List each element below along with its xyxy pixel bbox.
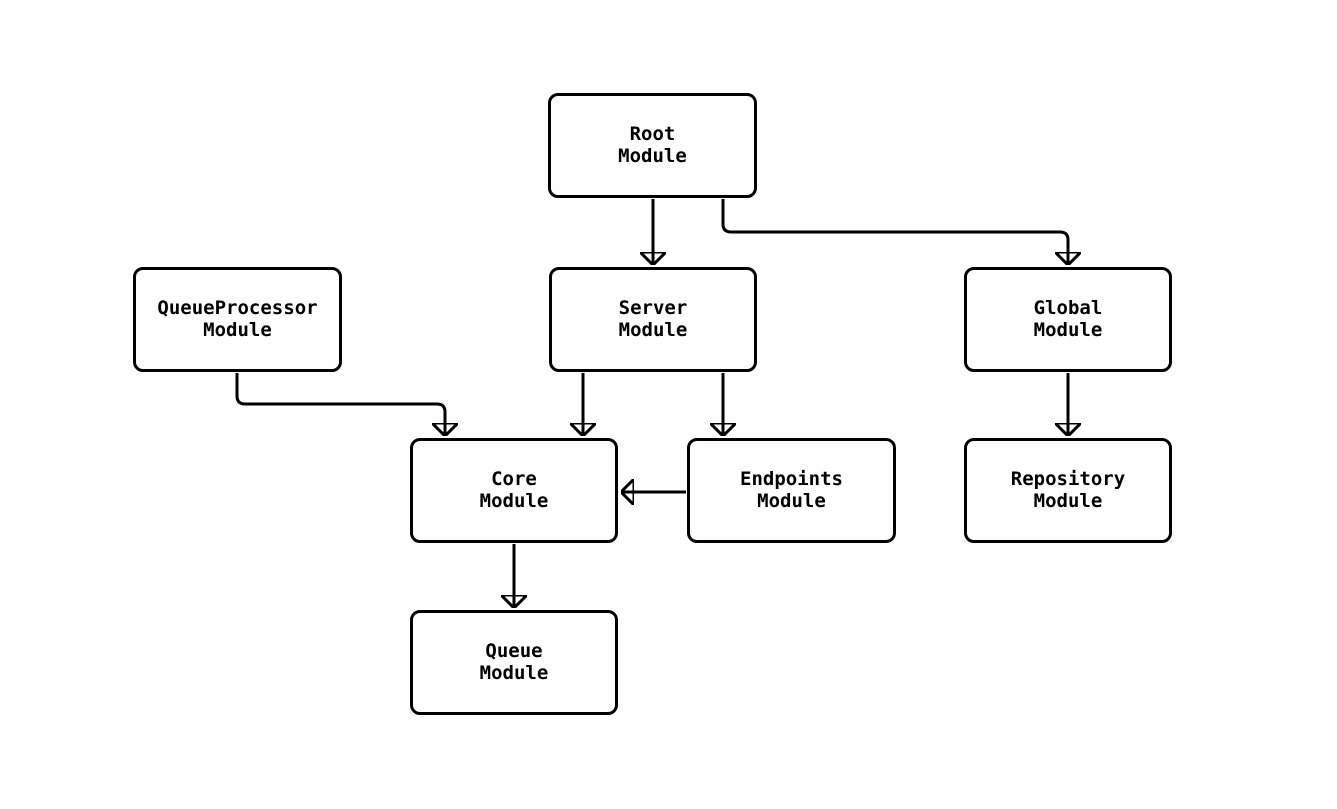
node-server-module: Server Module — [549, 267, 757, 372]
node-repository-module-label: Repository Module — [1010, 468, 1126, 512]
node-queueprocessor-module-label: QueueProcessor Module — [157, 297, 318, 341]
node-root-module-label: Root Module — [618, 123, 687, 167]
node-global-module-label: Global Module — [1033, 297, 1103, 341]
node-core-module: Core Module — [410, 438, 618, 543]
node-queue-module: Queue Module — [410, 610, 618, 715]
node-server-module-label: Server Module — [618, 297, 688, 341]
edge-queueprocessor-to-core — [235, 373, 445, 435]
edge-root-to-global — [721, 199, 1068, 264]
node-root-module: Root Module — [548, 93, 757, 198]
node-queueprocessor-module: QueueProcessor Module — [133, 267, 342, 372]
node-global-module: Global Module — [964, 267, 1172, 372]
node-queue-module-label: Queue Module — [479, 640, 549, 684]
node-core-module-label: Core Module — [479, 468, 549, 512]
node-endpoints-module: Endpoints Module — [687, 438, 896, 543]
node-endpoints-module-label: Endpoints Module — [740, 468, 843, 512]
node-repository-module: Repository Module — [964, 438, 1172, 543]
